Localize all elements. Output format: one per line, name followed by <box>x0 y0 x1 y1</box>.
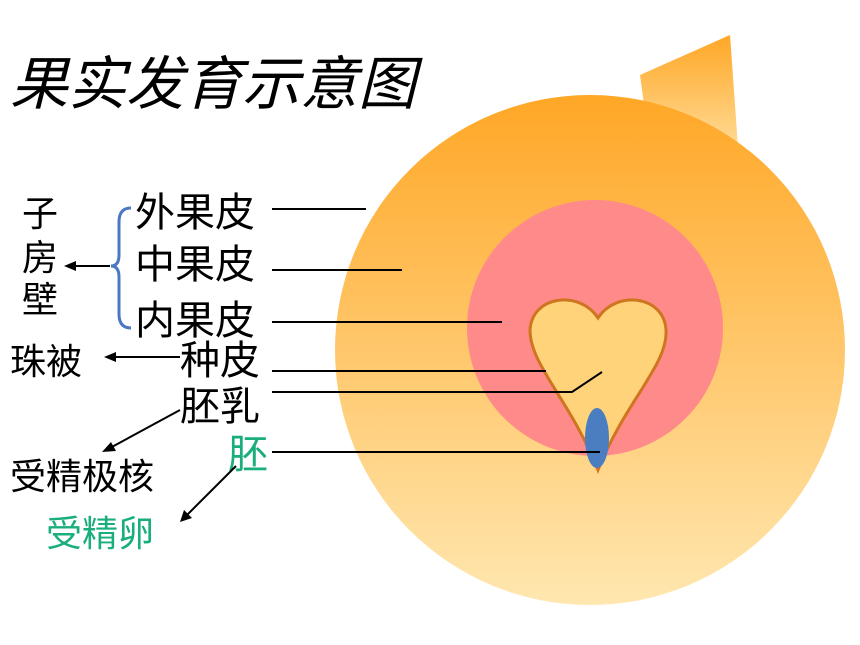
arrowhead-egg <box>180 510 192 522</box>
seed-shape <box>528 298 668 475</box>
mesocarp-label: 中果皮 <box>135 242 255 288</box>
ovary-wall-char-3: 壁 <box>22 280 58 321</box>
integument-label: 珠被 <box>10 342 82 383</box>
endosperm-leader-line <box>272 371 603 393</box>
seed-coat-label: 种皮 <box>180 338 260 384</box>
arrow-embryo-to-egg <box>185 465 237 517</box>
layers-bracket <box>110 206 132 330</box>
arrowhead-ovary-wall <box>64 261 76 271</box>
endocarp-label: 内果皮 <box>135 298 255 344</box>
endosperm-label: 胚乳 <box>180 384 260 430</box>
ovary-wall-char-1: 子 <box>22 194 58 235</box>
fertilized-polar-nuclei-label: 受精极核 <box>10 457 154 498</box>
arrowhead-integument <box>104 352 116 362</box>
embryo-shape <box>585 408 609 468</box>
fertilized-egg-label: 受精卵 <box>46 514 154 555</box>
embryo-label: 胚 <box>228 432 268 478</box>
ovary-wall-char-2: 房 <box>22 238 58 279</box>
diagram-title: 果实发育示意图 <box>10 50 423 118</box>
arrowhead-polar-nuclei <box>102 442 116 452</box>
arrow-endosperm-to-polar-nuclei <box>109 409 181 449</box>
exocarp-label: 外果皮 <box>135 190 255 236</box>
